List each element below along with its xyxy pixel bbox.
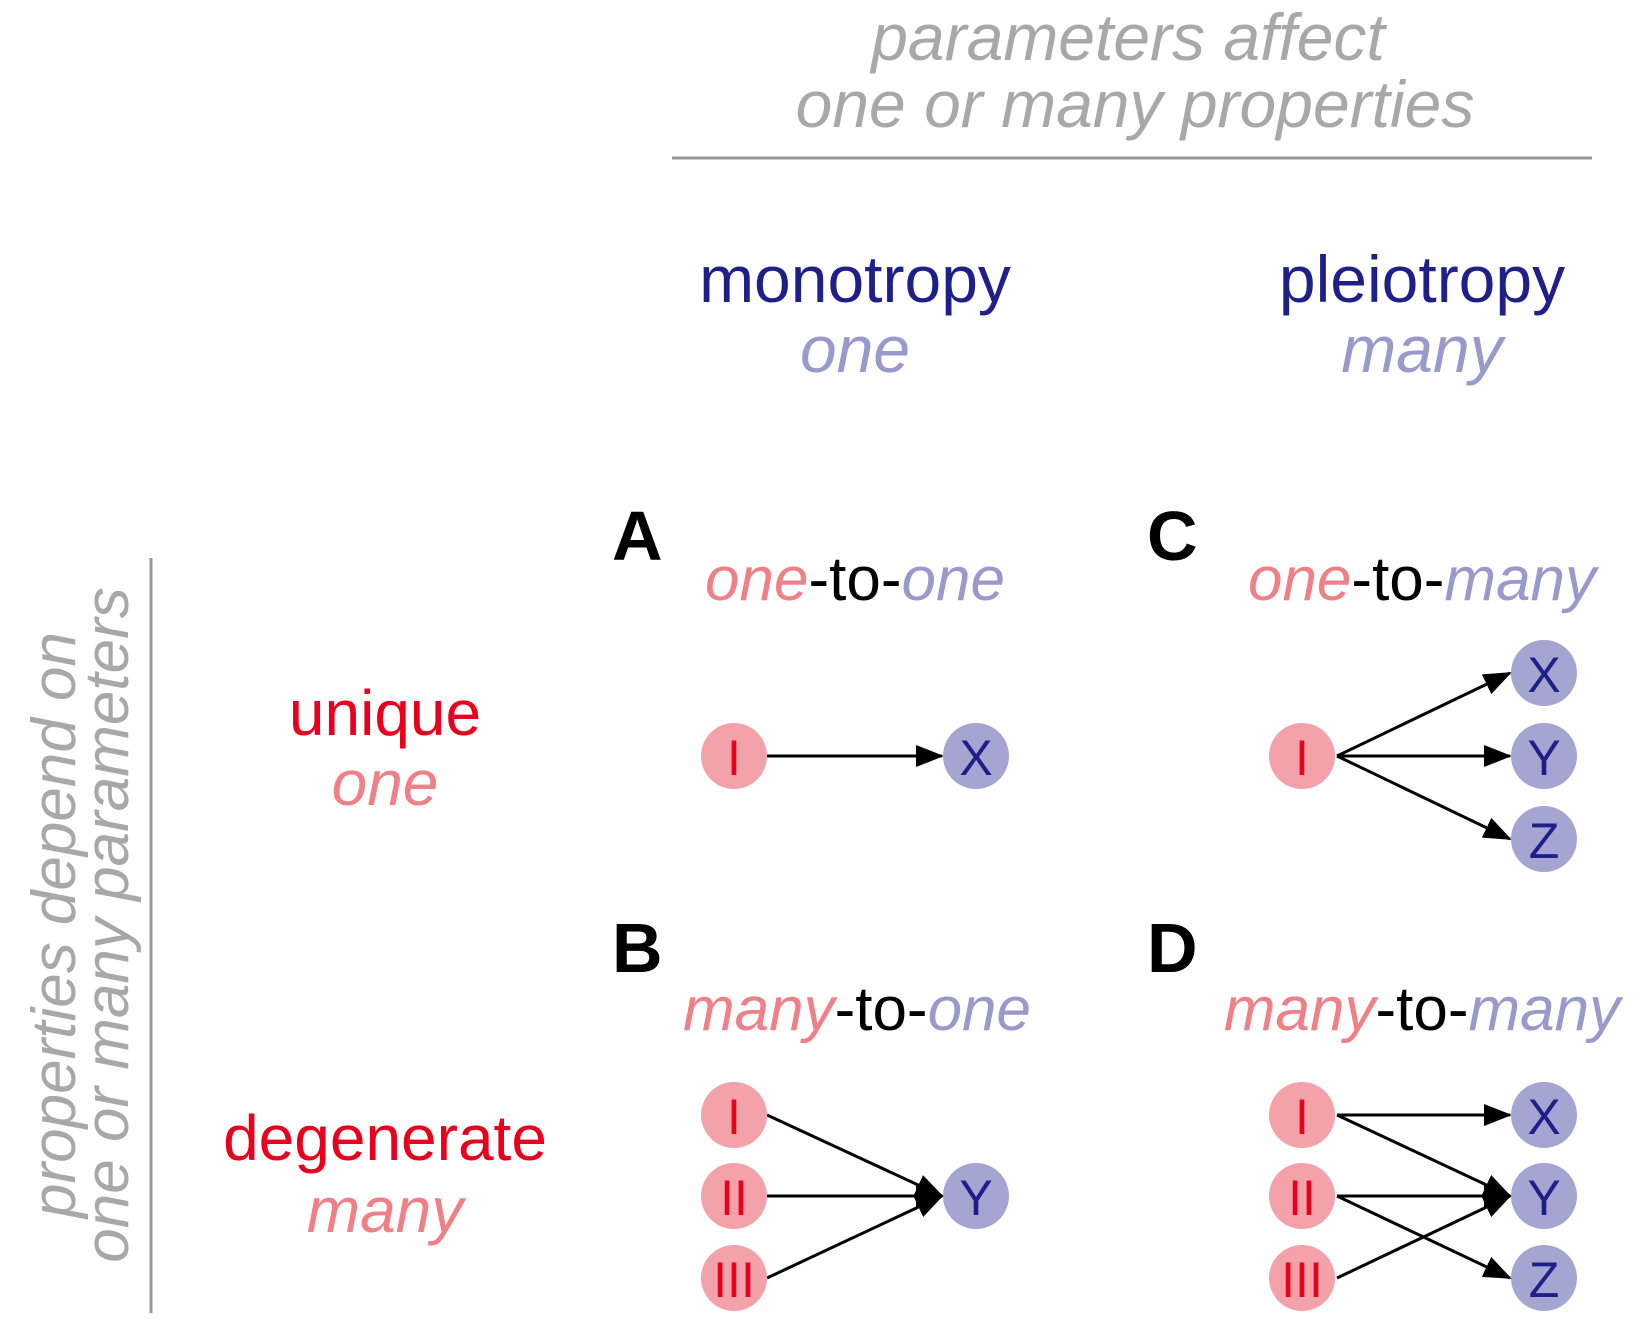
node-b-input-1-label: I — [727, 1089, 741, 1145]
node-c-output-3-label: Z — [1529, 813, 1560, 869]
header: parameters affect one or many properties — [796, 0, 1475, 141]
left-axis-line1: properties depend on — [20, 632, 89, 1220]
panel-title-d: many-to-many — [1224, 975, 1624, 1044]
node-b-input-1: I — [701, 1082, 767, 1148]
panel-titles: one-to-one many-to-one one-to-many many-… — [683, 545, 1624, 1044]
nodes: I X I II III Y I X — [701, 640, 1577, 1311]
arrow-b-i-y — [766, 1113, 944, 1198]
panel-title-d-left: many — [1224, 975, 1380, 1044]
node-a-input-label: I — [727, 730, 741, 786]
left-axis-line2: one or many parameters — [73, 587, 142, 1262]
node-d-output-2: Y — [1511, 1163, 1577, 1229]
panel-title-a-left: one — [705, 545, 808, 614]
node-b-input-3: III — [701, 1245, 767, 1311]
node-d-output-3: Z — [1511, 1245, 1577, 1311]
row-subtitle-many: many — [307, 1174, 468, 1246]
node-b-input-3-label: III — [713, 1252, 755, 1308]
node-c-output-2: Y — [1511, 723, 1577, 789]
node-a-output-label: X — [959, 730, 992, 786]
panel-letter-c: C — [1147, 497, 1198, 575]
panel-title-c-left: one — [1248, 545, 1351, 614]
node-c-output-3: Z — [1511, 806, 1577, 872]
node-d-input-3: III — [1269, 1245, 1335, 1311]
arrow-c-i-z — [1336, 754, 1512, 841]
node-d-output-2-label: Y — [1527, 1170, 1560, 1226]
panel-letter-b: B — [612, 909, 663, 987]
header-line2: one or many properties — [796, 67, 1475, 141]
panel-letter-d: D — [1147, 909, 1198, 987]
column-subtitle-many: many — [1341, 312, 1506, 386]
panel-title-c: one-to-many — [1248, 545, 1600, 614]
node-c-output-2-label: Y — [1527, 730, 1560, 786]
node-b-output: Y — [943, 1163, 1009, 1229]
node-c-output-1: X — [1511, 640, 1577, 706]
row-subtitle-one: one — [332, 747, 439, 819]
arrows — [766, 671, 1512, 1280]
panel-title-d-mid: -to- — [1376, 975, 1469, 1044]
node-b-input-2-label: II — [720, 1170, 748, 1226]
panel-title-a-mid: -to- — [809, 545, 902, 614]
panel-title-c-right: many — [1444, 545, 1600, 614]
row-title-unique: unique — [289, 677, 481, 749]
node-d-output-1: X — [1511, 1082, 1577, 1148]
node-c-input-label: I — [1295, 730, 1309, 786]
node-d-input-1-label: I — [1295, 1089, 1309, 1145]
panel-title-c-mid: -to- — [1351, 545, 1444, 614]
node-c-input: I — [1269, 723, 1335, 789]
node-d-output-3-label: Z — [1529, 1252, 1560, 1308]
node-b-input-2: II — [701, 1163, 767, 1229]
node-d-input-3-label: III — [1281, 1252, 1323, 1308]
node-d-input-2: II — [1269, 1163, 1335, 1229]
arrow-d-iii-y — [1336, 1194, 1512, 1280]
panel-letter-a: A — [612, 497, 663, 575]
node-d-input-1: I — [1269, 1082, 1335, 1148]
node-c-output-1-label: X — [1527, 647, 1560, 703]
panel-title-a-right: one — [902, 545, 1005, 614]
column-title-pleiotropy: pleiotropy — [1279, 242, 1565, 316]
header-line1: parameters affect — [869, 0, 1387, 74]
column-headers: monotropy one pleiotropy many — [699, 242, 1565, 386]
panel-letters: A B C D — [612, 497, 1198, 987]
panel-title-b-right: one — [928, 975, 1031, 1044]
node-d-input-2-label: II — [1288, 1170, 1316, 1226]
panel-title-b: many-to-one — [683, 975, 1031, 1044]
node-d-output-1-label: X — [1527, 1089, 1560, 1145]
panel-title-b-left: many — [683, 975, 839, 1044]
left-axis-label: properties depend on one or many paramet… — [20, 587, 142, 1262]
panel-title-d-right: many — [1469, 975, 1625, 1044]
arrow-c-i-x — [1336, 671, 1512, 758]
panel-title-a: one-to-one — [705, 545, 1005, 614]
row-headers: unique one degenerate many — [223, 677, 547, 1246]
arrow-b-iii-y — [766, 1194, 944, 1280]
arrow-d-i-y — [1336, 1113, 1512, 1198]
node-a-output: X — [943, 723, 1009, 789]
node-b-output-label: Y — [959, 1170, 992, 1226]
column-title-monotropy: monotropy — [699, 242, 1011, 316]
node-a-input: I — [701, 723, 767, 789]
panel-title-b-mid: -to- — [835, 975, 928, 1044]
column-subtitle-one: one — [800, 312, 910, 386]
row-title-degenerate: degenerate — [223, 1102, 547, 1174]
